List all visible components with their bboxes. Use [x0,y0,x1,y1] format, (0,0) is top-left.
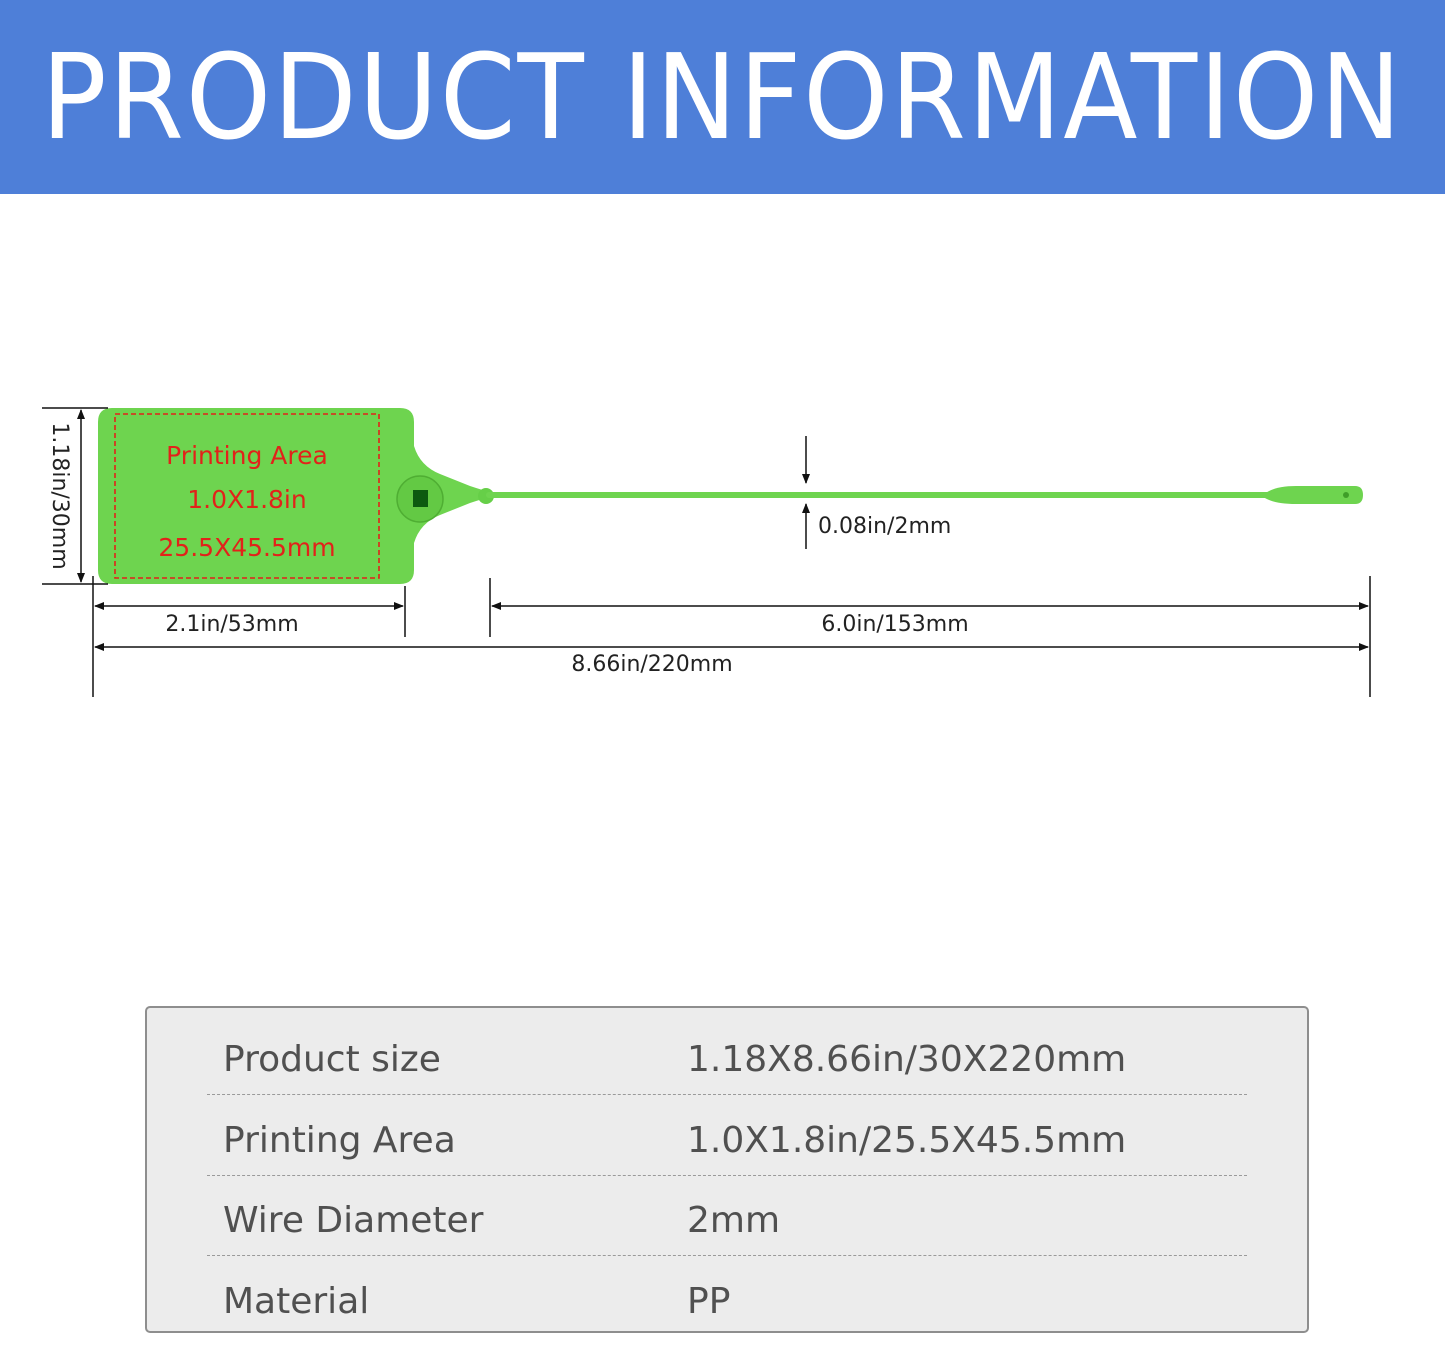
spec-value: PP [687,1281,731,1322]
spec-value: 2mm [687,1200,781,1241]
spec-row-material: Material PP [207,1256,1247,1337]
spec-value: 1.18X8.66in/30X220mm [687,1039,1127,1080]
printing-area-mm: 25.5X45.5mm [158,533,335,562]
spec-row-product-size: Product size 1.18X8.66in/30X220mm [207,1014,1247,1095]
strap-end-dot [1343,492,1349,498]
spec-label: Printing Area [223,1120,456,1161]
tag-hole [413,490,428,507]
printing-area-inches: 1.0X1.8in [187,485,306,514]
strap-length-label: 6.0in/153mm [821,612,968,637]
spec-label: Wire Diameter [223,1200,484,1241]
wire-diameter-label: 0.08in/2mm [818,514,951,539]
page-title: PRODUCT INFORMATION [41,28,1404,166]
spec-row-printing-area: Printing Area 1.0X1.8in/25.5X45.5mm [207,1095,1247,1176]
product-diagram: Printing Area 1.0X1.8in 25.5X45.5mm 1.18… [0,194,1445,994]
tag-dimension-drawing: Printing Area 1.0X1.8in 25.5X45.5mm 1.18… [42,407,1371,697]
printing-area-box [114,413,380,579]
header-banner: PRODUCT INFORMATION [0,0,1445,194]
strap-end [1262,486,1363,504]
tag-strap [486,492,1276,498]
spec-label: Product size [223,1039,441,1080]
printing-area-title: Printing Area [166,441,328,470]
total-length-label: 8.66in/220mm [571,652,732,677]
tag-length-label: 2.1in/53mm [165,612,298,637]
tag-body [98,408,490,584]
spec-label: Material [223,1281,370,1322]
height-label: 1.18in/30mm [47,422,72,569]
spec-value: 1.0X1.8in/25.5X45.5mm [687,1120,1127,1161]
spec-table: Product size 1.18X8.66in/30X220mm Printi… [145,1006,1309,1333]
spec-row-wire-diameter: Wire Diameter 2mm [207,1175,1247,1256]
